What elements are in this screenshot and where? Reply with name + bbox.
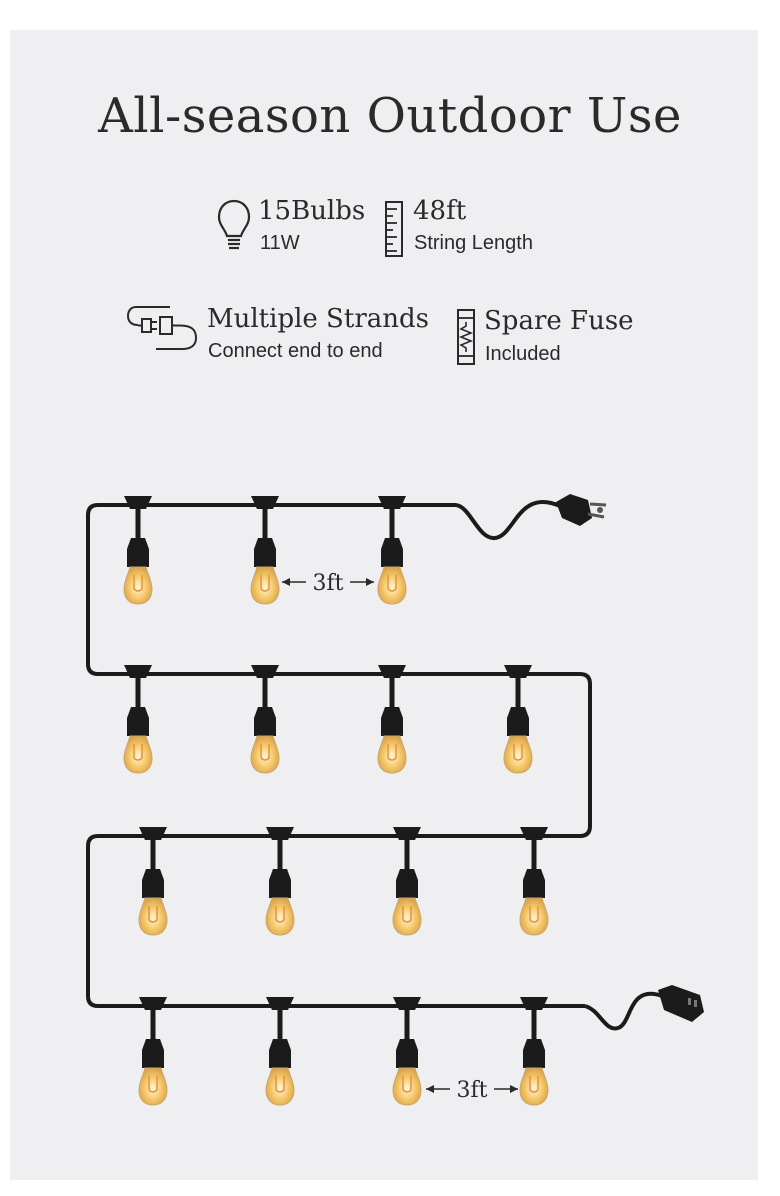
length-value: 48ft: [413, 196, 467, 226]
page-title: All-season Outdoor Use: [98, 88, 682, 144]
hanging-bulb: [377, 665, 407, 774]
hanging-bulb: [250, 496, 280, 605]
hanging-bulb: [250, 665, 280, 774]
fuse-subtitle: Included: [485, 343, 561, 365]
spacing-label-bottom: 3ft: [457, 1078, 488, 1103]
hanging-bulb: [392, 997, 422, 1106]
lightbulb-icon: [217, 199, 251, 250]
strands-subtitle: Connect end to end: [208, 340, 383, 362]
spacing-annotation-top: 3ft: [282, 571, 374, 596]
spacing-annotation-bottom: 3ft: [426, 1078, 518, 1103]
hanging-bulb: [377, 496, 407, 605]
spacing-label-top: 3ft: [313, 571, 344, 596]
hanging-bulb: [123, 496, 153, 605]
strands-title: Multiple Strands: [207, 304, 429, 334]
hanging-bulb: [123, 665, 153, 774]
bulbs-wattage: 11W: [260, 232, 300, 254]
fuse-title: Spare Fuse: [484, 306, 634, 336]
hanging-bulb: [519, 827, 549, 936]
hanging-bulb: [265, 827, 295, 936]
hanging-bulb: [138, 827, 168, 936]
cable: [86, 503, 592, 1008]
bulbs-count: 15Bulbs: [258, 196, 366, 226]
female-socket: [658, 985, 704, 1022]
socket-lead: [584, 991, 663, 1031]
plug-lead: [454, 500, 561, 540]
length-label: String Length: [414, 232, 533, 254]
hanging-bulb: [392, 827, 422, 936]
connected-plugs-icon: [126, 306, 198, 350]
hanging-bulb: [503, 665, 533, 774]
hanging-bulb: [138, 997, 168, 1106]
fuse-icon: [457, 309, 475, 365]
hanging-bulb: [265, 997, 295, 1106]
ruler-icon: [385, 201, 403, 257]
background-panel: [10, 30, 758, 1180]
hanging-bulb: [519, 997, 549, 1106]
male-plug: [556, 494, 607, 526]
